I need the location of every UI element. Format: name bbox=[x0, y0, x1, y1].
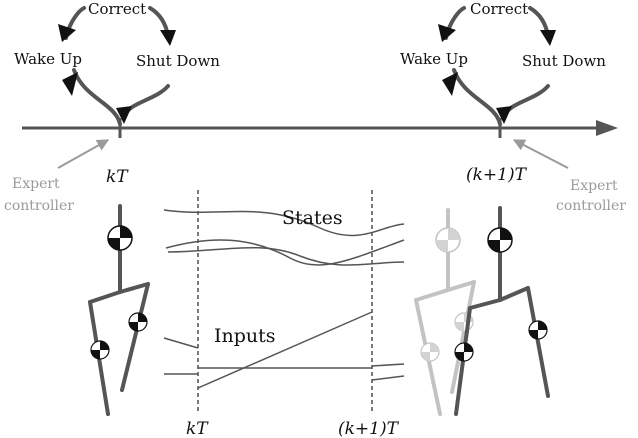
arrowhead-icon bbox=[540, 30, 556, 46]
label-states: States bbox=[282, 207, 343, 229]
time-axis-arrowhead-icon bbox=[596, 120, 618, 136]
center-of-mass-icon bbox=[528, 320, 548, 340]
robot-ghost-hip-right bbox=[446, 280, 476, 292]
center-of-mass-icon bbox=[435, 227, 461, 253]
expert-arrow-right bbox=[512, 139, 569, 169]
input-trajectories bbox=[163, 311, 405, 389]
label-shut-down-right: Shut Down bbox=[522, 52, 606, 70]
time-label-k1T-top: (k+1)T bbox=[466, 165, 528, 185]
robot-right-hip-right bbox=[498, 286, 530, 302]
arrowhead-icon bbox=[116, 106, 132, 124]
robot-ghost-hip bbox=[414, 288, 450, 302]
state-curve-2 bbox=[165, 239, 405, 266]
robot-left bbox=[88, 204, 150, 416]
expert-label-right-line2: controller bbox=[556, 198, 626, 214]
robot-right-previous-pose bbox=[414, 208, 476, 416]
input-segment-next-1 bbox=[371, 363, 405, 367]
label-wake-up-left: Wake Up bbox=[14, 50, 82, 68]
state-trajectories bbox=[163, 209, 405, 266]
input-segment-prev-1 bbox=[163, 337, 199, 349]
shut-down-branch-left bbox=[122, 84, 170, 118]
state-curve-1 bbox=[163, 209, 405, 237]
robot-ghost-leg-2 bbox=[450, 280, 476, 394]
center-of-mass-icon bbox=[487, 227, 513, 253]
center-of-mass-icon bbox=[420, 342, 440, 362]
time-label-k1T-bottom: (k+1)T bbox=[338, 419, 400, 438]
arrowhead-icon bbox=[62, 72, 78, 96]
time-label-kT-top: kT bbox=[106, 167, 129, 187]
shut-down-branch-right bbox=[502, 84, 550, 118]
expert-arrow-left bbox=[57, 139, 110, 169]
mode-cycle-left bbox=[58, 6, 176, 126]
arrowhead-icon bbox=[160, 30, 176, 46]
robot-right-hip bbox=[468, 298, 502, 310]
expert-label-right-line1: Expert bbox=[570, 178, 618, 194]
label-shut-down-left: Shut Down bbox=[136, 52, 220, 70]
time-label-kT-bottom: kT bbox=[186, 419, 209, 438]
robot-left-hip bbox=[88, 290, 122, 304]
arrowhead-icon bbox=[438, 24, 456, 42]
input-ramp bbox=[197, 311, 373, 389]
robot-left-hip-right bbox=[118, 282, 150, 294]
label-correct-left: Correct bbox=[88, 0, 146, 18]
label-wake-up-right: Wake Up bbox=[400, 50, 468, 68]
robot-right-current-pose bbox=[454, 206, 550, 416]
wake-up-branch-right bbox=[452, 68, 502, 126]
input-segment-next-2 bbox=[371, 375, 405, 381]
arrowhead-icon bbox=[496, 106, 512, 124]
center-of-mass-icon bbox=[128, 312, 148, 332]
expert-label-left-line1: Expert bbox=[12, 176, 60, 192]
robot-left-leg-2 bbox=[120, 282, 150, 392]
center-of-mass-icon bbox=[454, 342, 474, 362]
robot-right-leg-2 bbox=[526, 286, 550, 398]
center-of-mass-icon bbox=[107, 225, 133, 251]
arrowhead-icon bbox=[442, 72, 458, 96]
mode-cycle-right bbox=[438, 6, 556, 126]
wake-up-branch-left bbox=[72, 68, 122, 126]
expert-label-left-line2: controller bbox=[4, 198, 74, 214]
arrowhead-icon bbox=[58, 24, 76, 42]
state-curve-3 bbox=[167, 246, 405, 266]
center-of-mass-icon bbox=[90, 340, 110, 360]
label-correct-right: Correct bbox=[470, 0, 528, 18]
label-inputs: Inputs bbox=[214, 325, 276, 347]
